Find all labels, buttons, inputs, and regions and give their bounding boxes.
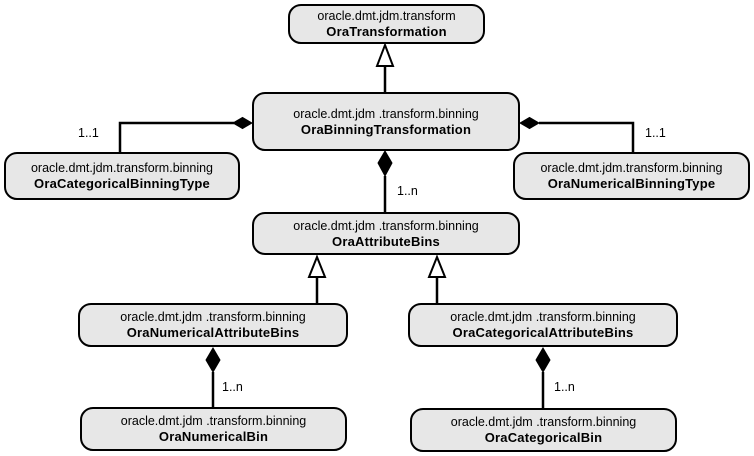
- class-node-ora-numerical-bin: oracle.dmt.jdm .transform.binning OraNum…: [80, 407, 347, 451]
- edge-line: [118, 121, 234, 152]
- aggregation-diamond-icon: [519, 116, 540, 130]
- edge-generalization-numerical-attribute-bins: [307, 254, 327, 303]
- package-name: oracle.dmt.jdm.transform.binning: [30, 161, 214, 175]
- generalization-triangle-icon: [307, 254, 327, 278]
- aggregation-diamond-icon: [232, 116, 253, 130]
- generalization-triangle-icon: [375, 42, 395, 67]
- package-name: oracle.dmt.jdm .transform.binning: [293, 106, 479, 121]
- class-name: OraNumericalBinningType: [547, 176, 716, 191]
- package-name: oracle.dmt.jdm .transform.binning: [293, 218, 479, 233]
- multiplicity-label: 1..1: [645, 126, 666, 140]
- class-name: OraTransformation: [326, 24, 447, 39]
- class-node-ora-numerical-binning-type: oracle.dmt.jdm.transform.binning OraNume…: [513, 152, 750, 200]
- package-name: oracle.dmt.jdm .transform.binning: [120, 310, 306, 324]
- aggregation-diamond-icon: [377, 150, 393, 178]
- class-node-ora-categorical-attribute-bins: oracle.dmt.jdm .transform.binning OraCat…: [408, 303, 678, 347]
- aggregation-diamond-icon: [535, 347, 551, 373]
- class-name: OraCategoricalAttributeBins: [452, 325, 634, 340]
- aggregation-diamond-icon: [205, 347, 221, 373]
- class-name: OraCategoricalBinningType: [34, 176, 210, 191]
- class-name: OraNumericalAttributeBins: [126, 325, 300, 340]
- edge-line: [539, 121, 635, 152]
- edge-generalization-categorical-attribute-bins: [427, 254, 447, 303]
- class-node-ora-categorical-bin: oracle.dmt.jdm .transform.binning OraCat…: [410, 408, 677, 452]
- multiplicity-label: 1..1: [78, 126, 99, 140]
- class-name: OraNumericalBin: [158, 429, 269, 444]
- class-name: OraBinningTransformation: [300, 121, 472, 137]
- class-name: OraCategoricalBin: [484, 430, 603, 445]
- generalization-triangle-icon: [427, 254, 447, 278]
- class-node-ora-binning-transformation: oracle.dmt.jdm .transform.binning OraBin…: [252, 92, 520, 151]
- package-name: oracle.dmt.jdm .transform.binning: [450, 310, 636, 324]
- class-name: OraAttributeBins: [332, 233, 440, 249]
- edge-aggregation-numerical-binning-type: [519, 116, 635, 152]
- class-node-ora-transformation: oracle.dmt.jdm.transform OraTransformati…: [288, 4, 485, 44]
- edge-aggregation-numerical-bin: [205, 347, 221, 407]
- package-name: oracle.dmt.jdm .transform.binning: [450, 415, 637, 429]
- multiplicity-label: 1..n: [397, 184, 418, 198]
- class-node-ora-numerical-attribute-bins: oracle.dmt.jdm .transform.binning OraNum…: [78, 303, 348, 347]
- edge-aggregation-categorical-binning-type: [118, 116, 253, 152]
- class-node-ora-categorical-binning-type: oracle.dmt.jdm.transform.binning OraCate…: [4, 152, 240, 200]
- class-node-ora-attribute-bins: oracle.dmt.jdm .transform.binning OraAtt…: [252, 212, 520, 255]
- multiplicity-label: 1..n: [222, 380, 243, 394]
- edge-aggregation-categorical-bin: [535, 347, 551, 408]
- edge-generalization-binning-to-transformation: [375, 42, 395, 92]
- edge-aggregation-attribute-bins: [377, 150, 393, 212]
- multiplicity-label: 1..n: [554, 380, 575, 394]
- package-name: oracle.dmt.jdm .transform.binning: [120, 414, 307, 428]
- package-name: oracle.dmt.jdm.transform.binning: [540, 161, 723, 175]
- package-name: oracle.dmt.jdm.transform: [317, 9, 456, 23]
